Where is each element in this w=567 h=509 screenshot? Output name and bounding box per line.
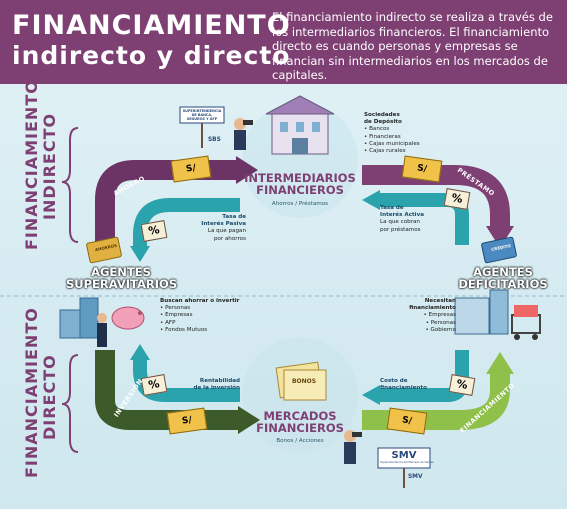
bond-certificates-icon — [275, 361, 327, 401]
indirect-bracket — [61, 127, 79, 243]
page-title: FINANCIAMIENTO — [12, 10, 291, 41]
surplus-list: Buscan ahorrar o invertir • Personas • E… — [160, 298, 240, 333]
direct-bracket — [61, 354, 79, 453]
markets-title-1: MERCADOS — [263, 409, 337, 423]
side-label-indirect-2: INDIRECTO — [40, 112, 59, 220]
active-rate-desc-1: La que cobran — [380, 219, 420, 226]
sbs-label: SBS — [208, 137, 221, 143]
intermediaries-title-1: INTERMEDIARIOS — [244, 171, 356, 185]
deposit-item: Bancos — [369, 126, 390, 133]
side-label-direct-1: FINANCIAMIENTO — [22, 307, 41, 478]
cost-note: Costo de financiamiento — [380, 378, 442, 392]
passive-rate-note: Tasa de Interés Pasiva La que pagan por … — [190, 214, 246, 243]
deficit-item: Gobierno — [430, 326, 456, 333]
intermediaries-title: INTERMEDIARIOS FINANCIEROS — [242, 172, 358, 196]
surplus-item: Empresas — [165, 312, 193, 319]
deficit-title-1: AGENTES — [473, 265, 533, 279]
rentabilidad-arrow-head — [130, 344, 150, 360]
deficit-list-title-1: Necesitan — [424, 298, 456, 304]
deposit-societies-list: Sociedades de Depósito • Bancos • Financ… — [364, 112, 420, 155]
sbs-inspector-icon — [234, 118, 253, 150]
passive-rate-desc-1: La que pagan — [207, 228, 246, 235]
deficit-list-title-2: financiamiento — [409, 305, 456, 312]
pasiva-arrow — [133, 198, 240, 248]
sbs-sign-text: SUPERINTENDENCIA DE BANCA, SEGUROS Y AFP — [182, 109, 222, 121]
costo-arrow-head — [362, 385, 380, 405]
active-rate-note: Tasa de Interés Activa La que cobran por… — [380, 205, 440, 234]
bank-building-icon — [265, 95, 335, 155]
deficit-title-2: DEFICITARIOS — [458, 277, 548, 291]
return-title-1: Rentabilidad — [199, 378, 240, 384]
cost-title-1: Costo de — [380, 378, 408, 384]
active-rate-desc-2: por préstamos — [380, 226, 421, 233]
return-note: Rentabilidad de la inversión — [178, 378, 240, 392]
deposit-item: Cajas rurales — [369, 148, 406, 155]
smv-sign-subtext: Superintendencia del Mercado de Valores — [380, 461, 434, 464]
markets-title-2: FINANCIEROS — [256, 421, 344, 435]
surplus-buildings-icon — [59, 297, 99, 339]
surplus-item: AFP — [165, 319, 176, 326]
prestamo-arrow-head — [486, 226, 514, 248]
header-description: El financiamiento indirecto se realiza a… — [272, 10, 553, 83]
percent-tag-active: % — [443, 188, 471, 210]
header-banner — [0, 0, 567, 84]
circle-backdrop — [242, 102, 358, 218]
inversion-arrow-head — [238, 406, 260, 434]
passive-rate-title-1: Tasa de — [222, 214, 246, 220]
surplus-item: Personas — [165, 305, 191, 312]
markets-subtitle: Bonos / Acciones — [276, 438, 324, 444]
ahorro-arrow — [95, 160, 238, 245]
pasiva-arrow-head — [130, 246, 150, 262]
smv-label: SMV — [408, 474, 423, 480]
ahorro-arrow-head — [236, 156, 258, 184]
percent-tag-cost: % — [448, 374, 476, 396]
deficit-item: Personas — [430, 319, 456, 326]
side-label-direct-2: DIRECTO — [40, 354, 59, 440]
surplus-list-title: Buscan ahorrar o invertir — [160, 298, 240, 304]
deposits-title-2: de Depósito — [364, 119, 402, 126]
passive-rate-desc-2: por ahorros — [213, 235, 246, 242]
intermediaries-title-2: FINANCIEROS — [256, 183, 344, 197]
businessman-icon — [97, 313, 107, 347]
deficit-buildings-icon — [454, 289, 509, 335]
active-rate-title-2: Interés Activa — [380, 212, 425, 219]
inversion-arrow — [95, 350, 240, 430]
smv-sign-text: SMV — [391, 450, 417, 461]
surplus-agents-title: AGENTES SUPERAVITARIOS — [66, 265, 178, 291]
financiamiento-arrow-head — [486, 352, 514, 374]
deposit-item: Financieras — [369, 133, 401, 140]
page-subtitle: indirecto y directo — [12, 41, 291, 70]
sbs-sign-icon — [179, 106, 225, 148]
side-label-indirect-1: FINANCIAMIENTO — [22, 79, 41, 250]
return-title-2: de la inversión — [193, 385, 240, 392]
piggy-bank-icon — [111, 306, 145, 330]
active-rate-title-1: Tasa de — [380, 205, 404, 211]
activa-arrow-head — [362, 190, 380, 210]
smv-sign-icon — [377, 447, 431, 488]
deposit-item: Cajas municipales — [369, 140, 420, 147]
shopping-cart-icon — [511, 305, 541, 340]
surplus-title-2: SUPERAVITARIOS — [66, 277, 178, 291]
markets-title: MERCADOS FINANCIEROS — [242, 410, 358, 434]
financiamiento-arrow — [362, 372, 510, 430]
cost-title-2: financiamiento — [380, 385, 427, 392]
deposits-title-1: Sociedades — [364, 112, 400, 118]
bonds-label: BONOS — [291, 378, 317, 385]
passive-rate-title-2: Interés Pasiva — [201, 221, 246, 228]
prestamo-arrow — [362, 165, 510, 228]
credit-card-icon — [481, 236, 517, 264]
deficit-item: Empresas — [428, 312, 456, 319]
intermediaries-subtitle: Ahorros / Préstamos — [271, 201, 329, 207]
smv-inspector-icon — [344, 430, 362, 464]
savings-card-icon — [86, 236, 122, 264]
surplus-item: Fondos Mutuos — [165, 326, 208, 333]
deficit-list: Necesitan financiamiento • Empresas • Pe… — [409, 298, 456, 333]
surplus-title-1: AGENTES — [91, 265, 151, 279]
deficit-agents-title: AGENTES DEFICITARIOS — [448, 266, 558, 290]
